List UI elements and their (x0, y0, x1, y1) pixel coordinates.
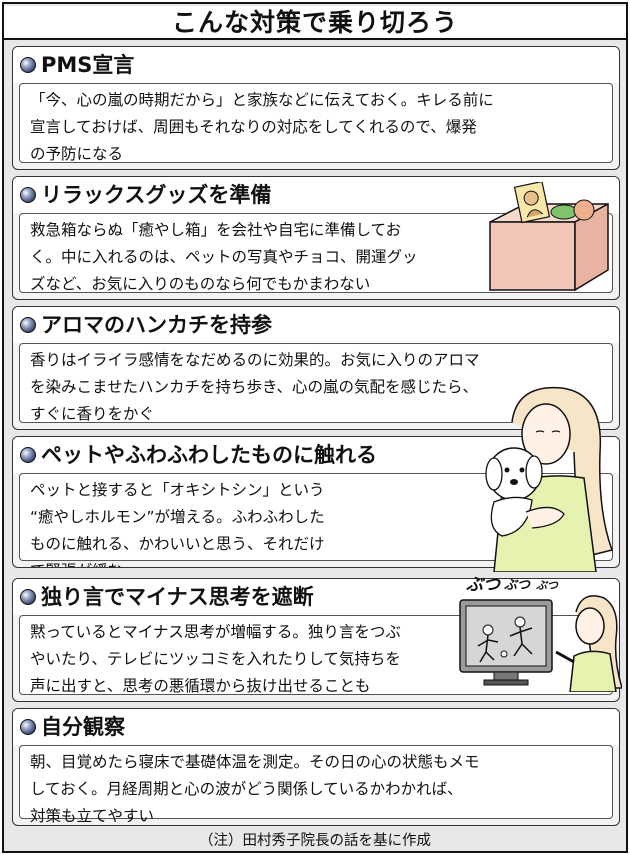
source-footnote: （注）田村秀子院長の話を基に作成 (199, 833, 431, 849)
tip-heading: アロマのハンカチを持参 (41, 313, 272, 337)
healing-box-illustration (489, 182, 609, 292)
page-title: こんな対策で乗り切ろう (4, 6, 626, 40)
tip-heading: リラックスグッズを準備 (41, 183, 272, 207)
tip-heading: 自分観察 (41, 715, 125, 739)
tip-card-header: PMS宣言 (13, 47, 619, 83)
tip-card-self-observation: 自分観察 朝、目覚めたら寝床で基礎体温を測定。その日の心の状態もメモ しておく。… (12, 708, 620, 826)
tip-body-text: ペットと接すると「オキシトシン」という “癒やしホルモン”が増える。ふわふわした… (30, 481, 325, 567)
tip-body-text: 「今、心の嵐の時期だから」と家族などに伝えておく。キレる前に 宣言しておけば、周… (30, 91, 494, 163)
bullet-icon (20, 187, 36, 203)
tip-body-text: 香りはイライラ感情をなだめるのに効果的。お気に入りのアロマ を染みこませたハンカ… (30, 351, 480, 423)
woman-with-dog-illustration (485, 386, 613, 572)
tip-card-header: リラックスグッズを準備 (13, 177, 619, 213)
tv-and-woman-illustration (459, 595, 622, 692)
tip-body-box: 香りはイライラ感情をなだめるのに効果的。お気に入りのアロマ を染みこませたハンカ… (19, 343, 613, 423)
bullet-icon (20, 57, 36, 73)
bullet-icon (20, 719, 36, 735)
bullet-icon (20, 589, 36, 605)
tip-body-text: 朝、目覚めたら寝床で基礎体温を測定。その日の心の状態もメモ しておく。月経周期と… (30, 753, 480, 825)
grumble-sound-2: ぶつ (504, 578, 531, 593)
tip-heading: 独り言でマイナス思考を遮断 (41, 585, 314, 609)
tip-card-pms-declaration: PMS宣言 「今、心の嵐の時期だから」と家族などに伝えておく。キレる前に 宣言し… (12, 46, 620, 170)
tip-heading: ペットやふわふわしたものに触れる (41, 443, 377, 467)
tip-body-text: 救急箱ならぬ「癒やし箱」を会社や自宅に準備してお く。中に入れるのは、ペットの写… (30, 221, 418, 293)
tip-heading: PMS宣言 (41, 53, 135, 77)
bullet-icon (20, 317, 36, 333)
tip-card-header: 自分観察 (13, 709, 619, 745)
tip-card-aroma-handkerchief: アロマのハンカチを持参 香りはイライラ感情をなだめるのに効果的。お気に入りのアロ… (12, 306, 620, 430)
tip-body-text: 黙っているとマイナス思考が増幅する。独り言をつぶ やいたり、テレビにツッコミを入… (30, 623, 401, 695)
tip-body-box: 「今、心の嵐の時期だから」と家族などに伝えておく。キレる前に 宣言しておけば、周… (19, 83, 613, 163)
grumble-sound-1: ぶつ (466, 575, 500, 595)
grumble-sound-3: ぶつ (536, 579, 558, 592)
bullet-icon (20, 447, 36, 463)
tip-body-box: 朝、目覚めたら寝床で基礎体温を測定。その日の心の状態もメモ しておく。月経周期と… (19, 745, 613, 825)
tip-card-header: アロマのハンカチを持参 (13, 307, 619, 343)
